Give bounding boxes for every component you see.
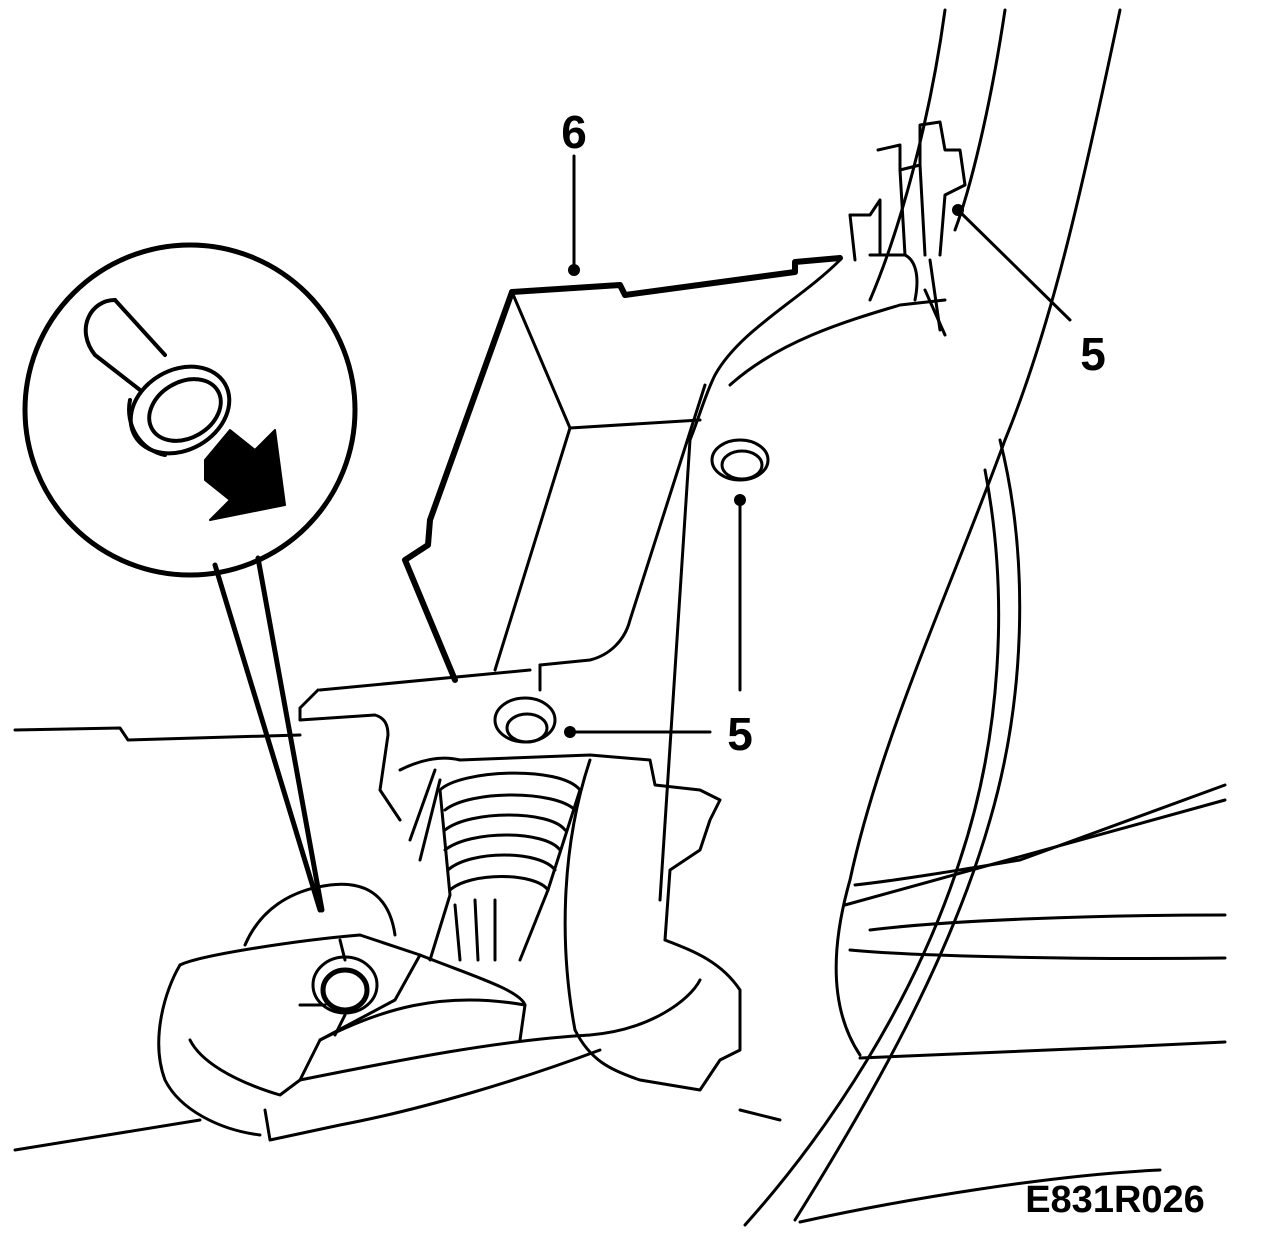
lower-lever: [157, 882, 742, 1142]
callout-5-right: 5: [1080, 328, 1106, 380]
rivet-upper: [710, 438, 770, 482]
floor-lines-left: [13, 726, 782, 1152]
pillar-lines: [743, 8, 1122, 1227]
leader-lines: [568, 154, 1072, 734]
spring-cylinder: [428, 771, 582, 962]
control-module: [402, 255, 843, 692]
figure-reference-code: E831R026: [1025, 1179, 1205, 1221]
mounting-bracket: [298, 120, 967, 1032]
callout-5-center: 5: [727, 708, 753, 760]
press-direction-arrow-icon: [204, 429, 286, 521]
detail-inset: [22, 242, 358, 913]
floor-rails: [798, 783, 1227, 1224]
bolt-lower: [298, 938, 379, 1037]
push-rivet-icon: [83, 298, 232, 457]
rivet-center: [493, 696, 557, 744]
leader-dots: [564, 204, 964, 738]
callout-6: 6: [561, 106, 587, 158]
